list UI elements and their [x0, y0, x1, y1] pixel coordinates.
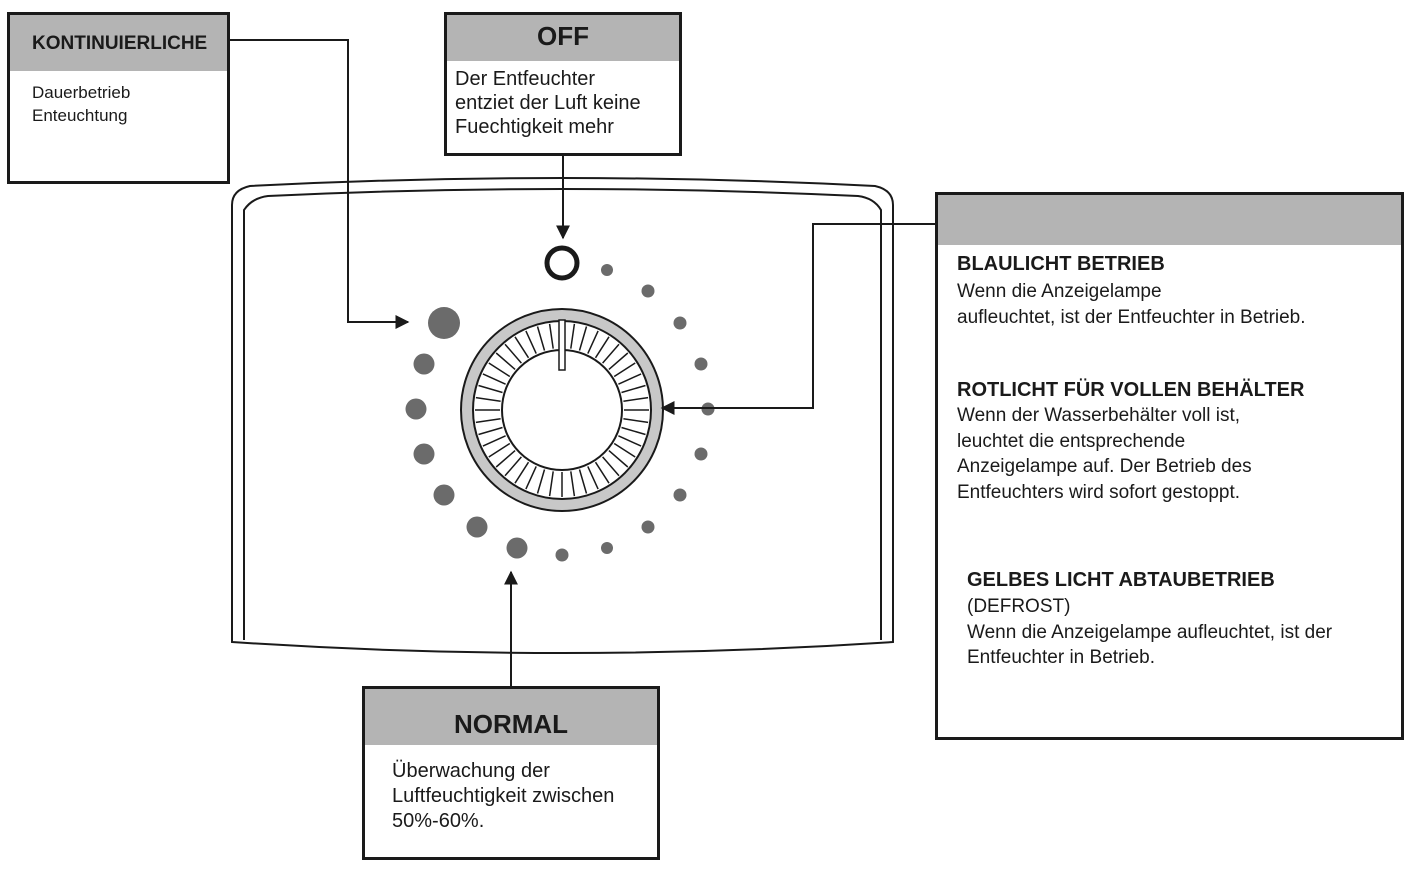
callout-off-description: Der Entfeuchter entziet der Luft keine F…	[455, 68, 641, 138]
knob-ridge	[525, 330, 537, 354]
off-position-ring	[544, 245, 580, 281]
knob-ridge	[482, 435, 506, 447]
knob-ridge	[602, 343, 620, 364]
knob-ridge	[504, 343, 522, 364]
knob-ridge	[621, 426, 646, 436]
knob-grip-ridges	[475, 323, 649, 497]
knob-ridge	[482, 373, 506, 385]
knob-ridge	[578, 469, 588, 494]
indicator-dot	[433, 484, 455, 506]
light-blue-description: Wenn die Anzeigelampe aufleuchtet, ist d…	[957, 281, 1306, 328]
knob-ridge	[548, 323, 554, 349]
callout-continuous-title: KONTINUIERLICHE	[10, 15, 227, 71]
knob-ridge	[536, 469, 546, 494]
callout-indicator-lights-header	[938, 195, 1401, 245]
indicator-dot	[694, 357, 708, 371]
indicator-dot	[428, 307, 460, 339]
knob-ridge	[478, 426, 503, 436]
knob-ridge	[602, 456, 620, 477]
knob-ridge	[594, 461, 610, 484]
indicator-dot	[673, 316, 687, 330]
knob-ridge	[514, 461, 530, 484]
control-knob[interactable]	[460, 308, 664, 512]
knob-ridge	[587, 330, 599, 354]
knob-ridge	[488, 362, 511, 378]
humidity-indicator-dots	[405, 264, 715, 562]
knob-ridge	[488, 442, 511, 458]
callout-normal: NORMAL Überwachung der Luftfeuchtigkeit …	[362, 686, 660, 860]
connector-lights	[660, 223, 935, 415]
light-yellow-description: (DEFROST) Wenn die Anzeigelampe aufleuch…	[967, 596, 1333, 668]
indicator-dot	[601, 542, 613, 554]
knob-ridge	[475, 418, 501, 424]
knob-ridge	[623, 396, 649, 402]
light-yellow-title: GELBES LICHT ABTAUBETRIEB	[967, 569, 1275, 591]
callout-indicator-lights: BLAULICHT BETRIEB Wenn die Anzeigelampe …	[935, 192, 1404, 740]
knob-ridge	[570, 471, 576, 497]
knob-ridge	[613, 442, 636, 458]
indicator-dot	[673, 488, 687, 502]
callout-continuous-description: Dauerbetrieb Enteuchtung	[32, 83, 131, 125]
knob-ridge	[621, 384, 646, 394]
callout-off-title: OFF	[447, 15, 679, 61]
knob-ridge	[495, 352, 516, 370]
knob-pointer	[558, 319, 566, 371]
connector-continuous	[230, 39, 410, 329]
light-red-title: ROTLICHT FÜR VOLLEN BEHÄLTER	[957, 379, 1305, 401]
callout-normal-title: NORMAL	[365, 689, 657, 745]
knob-ridge	[618, 435, 642, 447]
indicator-dot	[466, 516, 488, 538]
knob-ridge	[623, 418, 649, 424]
indicator-dot	[694, 447, 708, 461]
indicator-dot	[413, 353, 435, 375]
indicator-dot	[641, 284, 655, 298]
indicator-dot	[506, 537, 528, 559]
light-red-description: Wenn der Wasserbehälter voll ist, leucht…	[957, 405, 1252, 503]
knob-ridge	[608, 352, 629, 370]
knob-ridge	[594, 336, 610, 359]
indicator-dot	[601, 264, 613, 276]
knob-ridge	[578, 326, 588, 351]
knob-ridge	[548, 471, 554, 497]
knob-ridge	[608, 450, 629, 468]
knob-ridge	[475, 396, 501, 402]
callout-continuous: KONTINUIERLICHE Dauerbetrieb Enteuchtung	[7, 12, 230, 184]
light-blue-title: BLAULICHT BETRIEB	[957, 253, 1165, 275]
knob-ridge	[504, 456, 522, 477]
knob-ridge	[525, 466, 537, 490]
knob-ridge	[514, 336, 530, 359]
knob-ridge	[495, 450, 516, 468]
callout-normal-description: Überwachung der Luftfeuchtigkeit zwische…	[392, 760, 615, 832]
indicator-dot	[555, 548, 569, 562]
knob-ridge	[536, 326, 546, 351]
callout-off: OFF Der Entfeuchter entziet der Luft kei…	[444, 12, 682, 156]
knob-ridge	[613, 362, 636, 378]
knob-ridge	[478, 384, 503, 394]
indicator-dot	[405, 398, 427, 420]
indicator-dot	[641, 520, 655, 534]
indicator-dot	[413, 443, 435, 465]
knob-ridge	[570, 323, 576, 349]
knob-ridge	[587, 466, 599, 490]
knob-ridge	[618, 373, 642, 385]
